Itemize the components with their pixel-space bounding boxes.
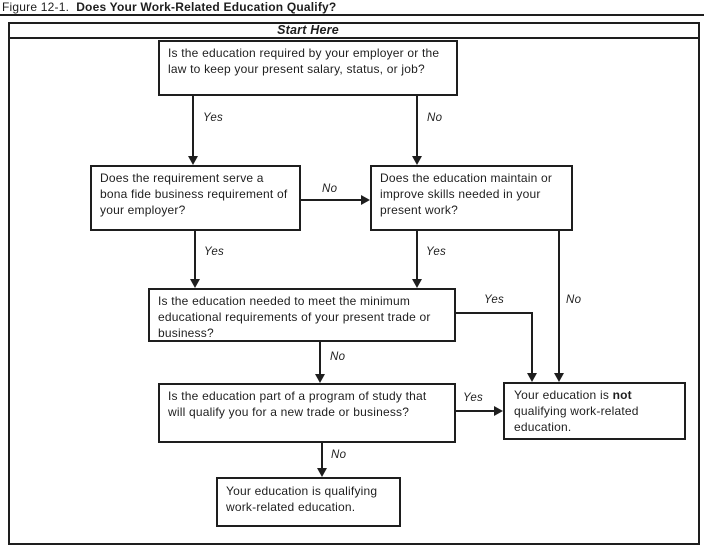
edge-required-yes-line — [192, 96, 194, 156]
arrowhead-right-icon — [494, 406, 503, 416]
flowchart-border — [8, 22, 700, 545]
edge-maintain-yes-line — [416, 231, 418, 279]
figure-title: Does Your Work-Related Education Qualify… — [76, 0, 337, 14]
edge-bona-fide-yes-line — [194, 231, 196, 279]
node-new-trade-program: Is the education part of a program of st… — [158, 383, 456, 443]
result-not-text-post: qualifying work-related education. — [514, 404, 639, 434]
edge-required-no-line — [416, 96, 418, 156]
arrowhead-down-icon — [412, 156, 422, 165]
edge-label-no: No — [330, 351, 346, 363]
edge-minimum-yes-hline — [456, 312, 533, 314]
edge-bona-fide-no-line — [301, 199, 361, 201]
node-result-not-qualifying: Your education is not qualifying work-re… — [503, 382, 686, 440]
arrowhead-down-icon — [190, 279, 200, 288]
edge-minimum-yes-vline — [531, 312, 533, 373]
arrowhead-down-icon — [315, 374, 325, 383]
arrowhead-down-icon — [527, 373, 537, 382]
start-here-heading: Start Here — [277, 23, 339, 37]
result-not-text-pre: Your education is — [514, 388, 610, 402]
arrowhead-down-icon — [554, 373, 564, 382]
figure-label: Figure 12-1. — [2, 0, 70, 14]
edge-label-no: No — [322, 183, 338, 195]
arrowhead-right-icon — [361, 195, 370, 205]
edge-label-no: No — [427, 112, 443, 124]
edge-maintain-no-line — [558, 231, 560, 373]
edge-label-no: No — [566, 294, 582, 306]
edge-label-yes: Yes — [426, 246, 447, 258]
edge-label-yes: Yes — [203, 112, 224, 124]
node-minimum-requirements: Is the education needed to meet the mini… — [148, 288, 456, 342]
edge-label-yes: Yes — [463, 392, 484, 404]
figure-caption: Figure 12-1. Does Your Work-Related Educ… — [2, 0, 336, 14]
result-not-text-bold: not — [612, 388, 632, 402]
node-maintain-improve-skills: Does the education maintain or improve s… — [370, 165, 573, 231]
node-education-required: Is the education required by your employ… — [158, 40, 458, 96]
edge-label-no: No — [331, 449, 347, 461]
edge-minimum-no-line — [319, 342, 321, 374]
edge-new-trade-yes-line — [456, 410, 494, 412]
caption-rule — [0, 14, 704, 16]
node-bona-fide-requirement: Does the requirement serve a bona fide b… — [90, 165, 301, 231]
start-here-rule — [10, 37, 698, 39]
arrowhead-down-icon — [412, 279, 422, 288]
edge-label-yes: Yes — [204, 246, 225, 258]
node-result-qualifying: Your education is qualifying work-relate… — [216, 477, 401, 527]
arrowhead-down-icon — [317, 468, 327, 477]
edge-label-yes: Yes — [484, 294, 505, 306]
edge-new-trade-no-line — [321, 443, 323, 468]
arrowhead-down-icon — [188, 156, 198, 165]
